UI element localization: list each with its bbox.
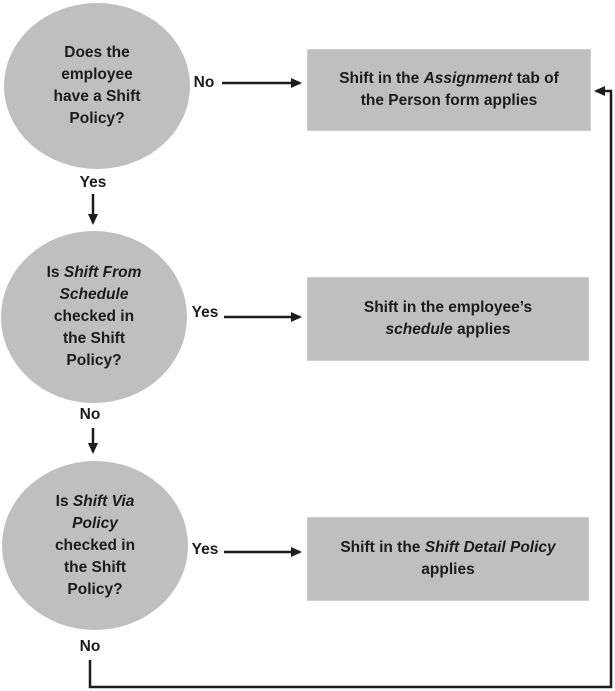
edge-label-yes-1: Yes	[79, 174, 107, 191]
edge-label-no-3: No	[79, 638, 101, 655]
feedback-loop-no-to-assignment-box	[88, 86, 613, 689]
edge-label-yes-2: Yes	[191, 304, 219, 321]
edge-label-no-1: No	[193, 74, 215, 91]
edge-label-yes-3: Yes	[191, 541, 219, 558]
edge-label-no-2: No	[79, 406, 101, 423]
